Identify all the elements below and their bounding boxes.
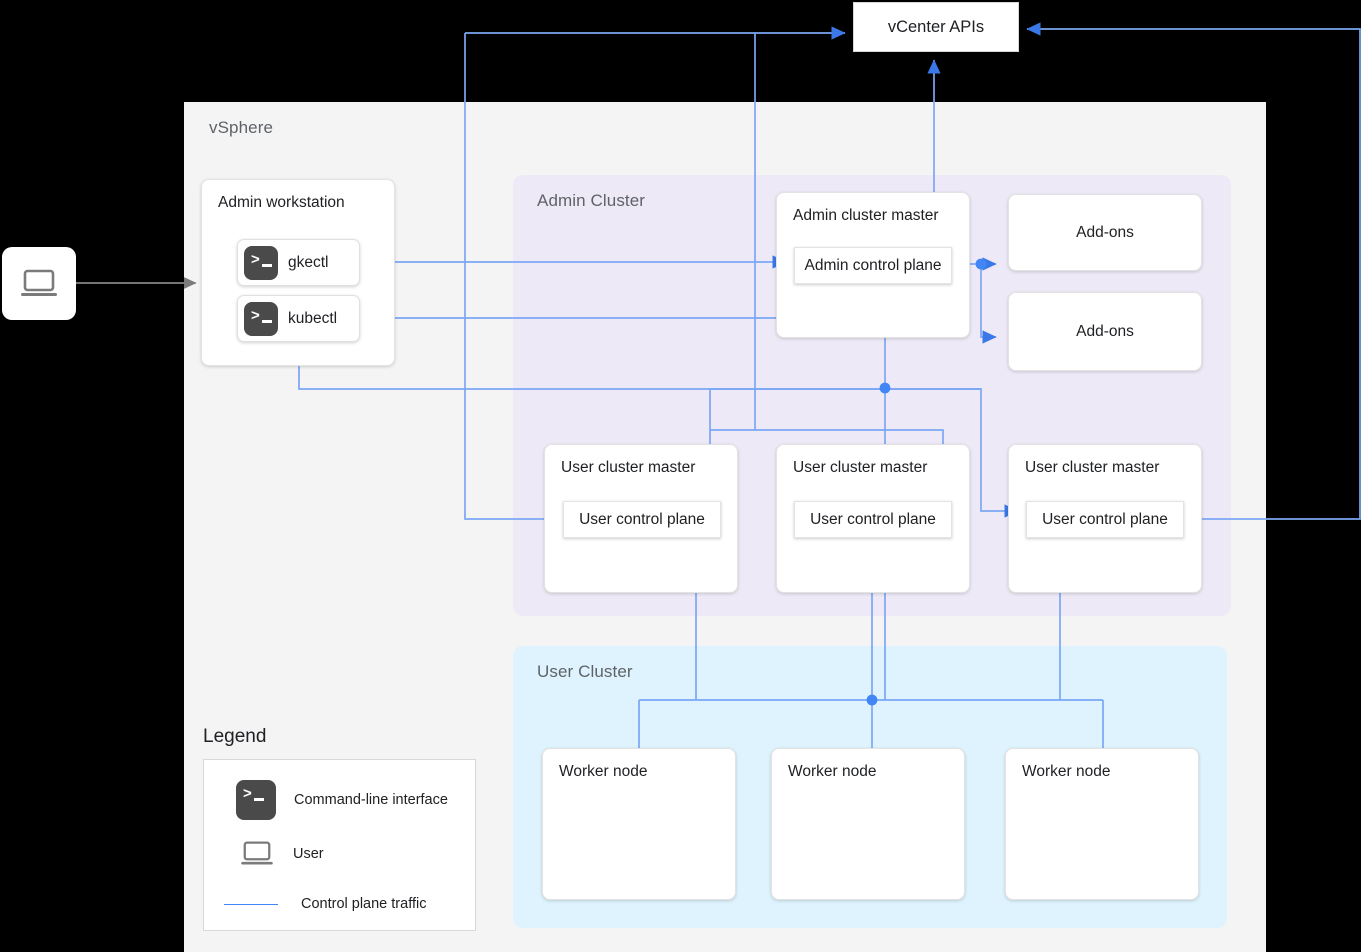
user-cluster-master-title: User cluster master xyxy=(793,459,928,476)
kubectl-label: kubectl xyxy=(288,309,338,327)
legend-label-cli: Command-line interface xyxy=(294,792,448,808)
admin-control-plane-box[interactable]: Admin control plane xyxy=(794,247,952,284)
legend-label-user: User xyxy=(293,846,324,862)
worker-node-title: Worker node xyxy=(559,763,648,780)
worker-node-title: Worker node xyxy=(1022,763,1111,780)
gkectl-label: gkectl xyxy=(288,253,329,271)
admin-workstation-title: Admin workstation xyxy=(218,194,345,211)
user-control-plane-box-3[interactable]: User control plane xyxy=(1026,501,1184,538)
legend-item-user: User xyxy=(222,840,324,868)
cli-icon xyxy=(244,301,278,336)
gkectl-chip[interactable]: gkectl xyxy=(237,239,360,286)
line-swatch-icon xyxy=(224,903,278,905)
cli-icon xyxy=(244,245,278,280)
user-control-plane-box-1[interactable]: User control plane xyxy=(563,501,721,538)
legend-label-traffic: Control plane traffic xyxy=(301,896,427,912)
worker-node-card-3: Worker node xyxy=(1005,748,1199,900)
admin-cluster-master-title: Admin cluster master xyxy=(793,207,939,224)
legend-title: Legend xyxy=(203,726,267,747)
user-actor[interactable] xyxy=(2,247,76,320)
legend-item-traffic: Control plane traffic xyxy=(222,896,426,912)
user-cluster-master-title: User cluster master xyxy=(1025,459,1160,476)
vcenter-apis-box[interactable]: vCenter APIs xyxy=(853,2,1019,52)
kubectl-chip[interactable]: kubectl xyxy=(237,295,360,342)
legend-item-cli: Command-line interface xyxy=(222,780,448,820)
vsphere-label: vSphere xyxy=(209,118,274,137)
cli-icon xyxy=(236,780,276,820)
laptop-icon xyxy=(21,269,57,296)
admin-cluster-label: Admin Cluster xyxy=(537,191,646,210)
user-cluster-master-title: User cluster master xyxy=(561,459,696,476)
worker-node-title: Worker node xyxy=(788,763,877,780)
worker-node-card-1: Worker node xyxy=(542,748,736,900)
user-cluster-label: User Cluster xyxy=(537,662,633,681)
user-control-plane-box-2[interactable]: User control plane xyxy=(794,501,952,538)
addons-box-1[interactable]: Add-ons xyxy=(1008,194,1202,271)
worker-node-card-2: Worker node xyxy=(771,748,965,900)
laptop-icon xyxy=(239,840,275,868)
addons-box-2[interactable]: Add-ons xyxy=(1008,292,1202,371)
legend-box: Command-line interface User Control plan… xyxy=(203,759,476,931)
